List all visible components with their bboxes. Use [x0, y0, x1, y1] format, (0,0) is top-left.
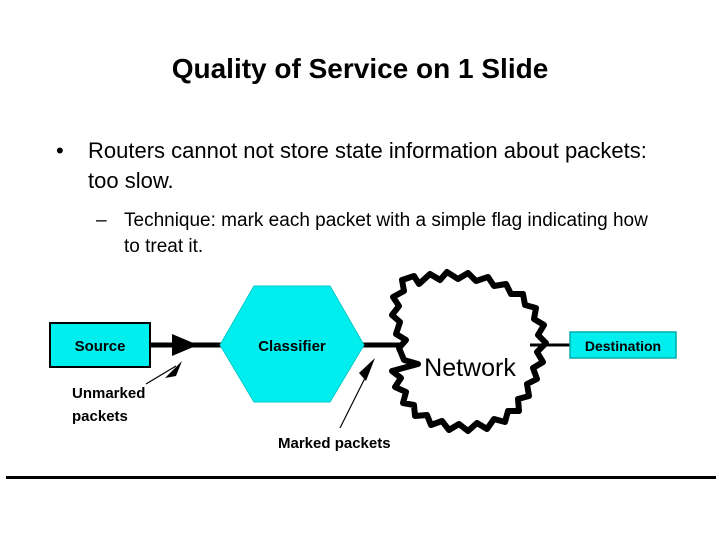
bullet-text-level1: Routers cannot not store state informati…	[88, 138, 647, 193]
node-network[interactable]: Network	[389, 269, 549, 434]
annotation-marked-packets: Marked packets	[278, 358, 391, 452]
bullet-text-level2: Technique: mark each packet with a simpl…	[124, 210, 648, 257]
bullet-marker-dot: •	[56, 138, 64, 163]
node-source-label: Source	[75, 338, 126, 355]
annotation-unmarked-line1: Unmarked	[72, 385, 145, 402]
annotation-unmarked-line2: packets	[72, 408, 128, 425]
bullet-marker-dash: –	[96, 210, 107, 231]
annotation-marked-label: Marked packets	[278, 435, 391, 452]
node-network-label: Network	[424, 354, 516, 382]
connector-source-to-classifier	[148, 334, 224, 356]
qos-flow-diagram: Source Classifier Network Destination	[0, 268, 720, 473]
node-source[interactable]: Source	[49, 322, 151, 368]
node-destination[interactable]: Destination	[569, 331, 677, 359]
bullet-item-level2: – Technique: mark each packet with a sim…	[0, 208, 720, 260]
node-classifier[interactable]: Classifier	[219, 285, 365, 403]
bullet-item-level1: • Routers cannot not store state informa…	[0, 136, 720, 196]
bottom-divider	[6, 476, 716, 479]
bullet-list: • Routers cannot not store state informa…	[0, 136, 720, 260]
node-destination-label: Destination	[585, 338, 661, 354]
node-classifier-label: Classifier	[258, 338, 326, 355]
page-title: Quality of Service on 1 Slide	[171, 53, 549, 84]
annotation-unmarked-packets: Unmarked packets	[72, 361, 182, 425]
